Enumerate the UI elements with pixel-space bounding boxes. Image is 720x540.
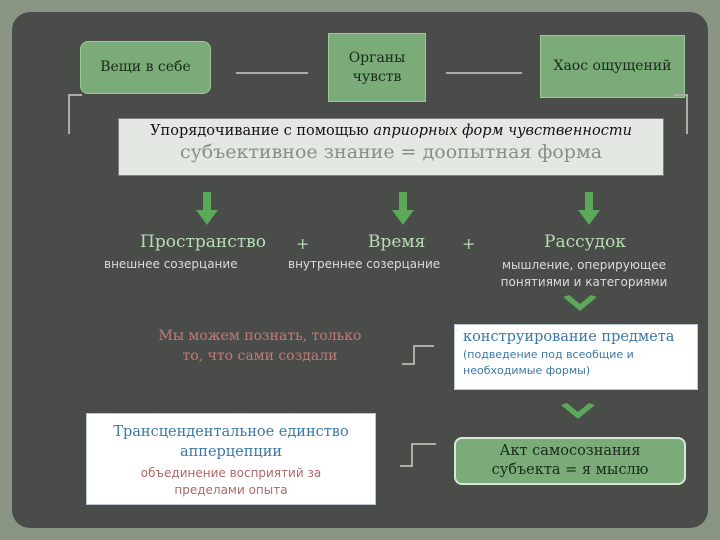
arrow-down-3-icon <box>578 192 600 225</box>
chevron-down-1-icon <box>563 295 597 311</box>
time-label: Время <box>368 232 426 252</box>
ordering-band-italic: априорных форм чувственности <box>373 123 632 139</box>
self-awareness-line1: Акт самосознания <box>499 443 641 460</box>
ordering-band-title: Упорядочивание с помощью априорных форм … <box>119 123 663 139</box>
plus-sign-2: + <box>462 234 476 253</box>
construction-sub-line2: необходимые формы) <box>463 363 591 377</box>
ordering-band-subtitle: субъективное знание = доопытная форма <box>179 141 603 163</box>
reason-label: Рассудок <box>544 232 626 252</box>
sense-organs-label-1: Органы <box>348 49 406 66</box>
ordering-band-prefix: Упорядочивание с помощью <box>150 123 374 139</box>
plus-sign-1: + <box>296 234 310 253</box>
arrow-down-1-icon <box>196 192 218 225</box>
know-line-1: Мы можем познать, только <box>158 328 362 344</box>
things-in-themselves-label: Вещи в себе <box>100 59 191 76</box>
know-what-created-text: Мы можем познать, только то, что сами со… <box>142 327 378 366</box>
self-awareness-line2: субъекта = я мыслю <box>491 462 649 478</box>
connector-right-vertical <box>686 94 688 134</box>
know-line-2: то, что сами создали <box>182 347 338 364</box>
arrow-down-2-icon <box>392 192 414 225</box>
chevron-down-2-icon <box>561 403 595 419</box>
chaos-box: Хаос ощущений <box>540 35 685 98</box>
apperception-sub-1: объединение восприятий за <box>140 465 322 480</box>
apperception-sub-2: пределами опыта <box>174 482 288 497</box>
apperception-box: Трансцендентальное единство апперцепции … <box>86 413 376 505</box>
space-desc: внешнее созерцание <box>104 257 238 271</box>
apperception-title-1: Трансцендентальное единство <box>113 424 349 440</box>
reason-desc-line1: мышление, оперирующее <box>501 258 667 272</box>
reason-desc: мышление, оперирующее понятиями и катего… <box>486 257 682 292</box>
chaos-label: Хаос ощущений <box>553 58 672 75</box>
connector-line-1 <box>236 72 308 74</box>
construction-box: конструирование предмета (подведение под… <box>454 324 698 390</box>
apperception-title-2: апперцепции <box>179 444 283 461</box>
things-in-themselves-box: Вещи в себе <box>80 41 211 94</box>
connector-left-horizontal <box>68 94 82 96</box>
connector-right-horizontal <box>674 94 688 96</box>
step-connector-1 <box>402 345 434 365</box>
step-connector-2 <box>400 443 436 467</box>
time-desc: внутреннее созерцание <box>288 257 441 271</box>
sense-organs-label-2: чувств <box>352 68 402 85</box>
space-label: Пространство <box>140 232 266 252</box>
connector-left-vertical <box>68 94 70 134</box>
construction-sub-line1: (подведение под всеобщие и <box>463 348 634 361</box>
sense-organs-box: Органы чувств <box>328 33 426 102</box>
reason-desc-line2: понятиями и категориями <box>500 275 668 290</box>
construction-sub: (подведение под всеобщие и необходимые ф… <box>463 347 689 379</box>
ordering-band: Упорядочивание с помощью априорных форм … <box>118 118 664 176</box>
self-awareness-box: Акт самосознания субъекта = я мыслю <box>454 437 686 485</box>
connector-line-2 <box>446 72 522 74</box>
construction-title: конструирование предмета <box>463 329 675 345</box>
